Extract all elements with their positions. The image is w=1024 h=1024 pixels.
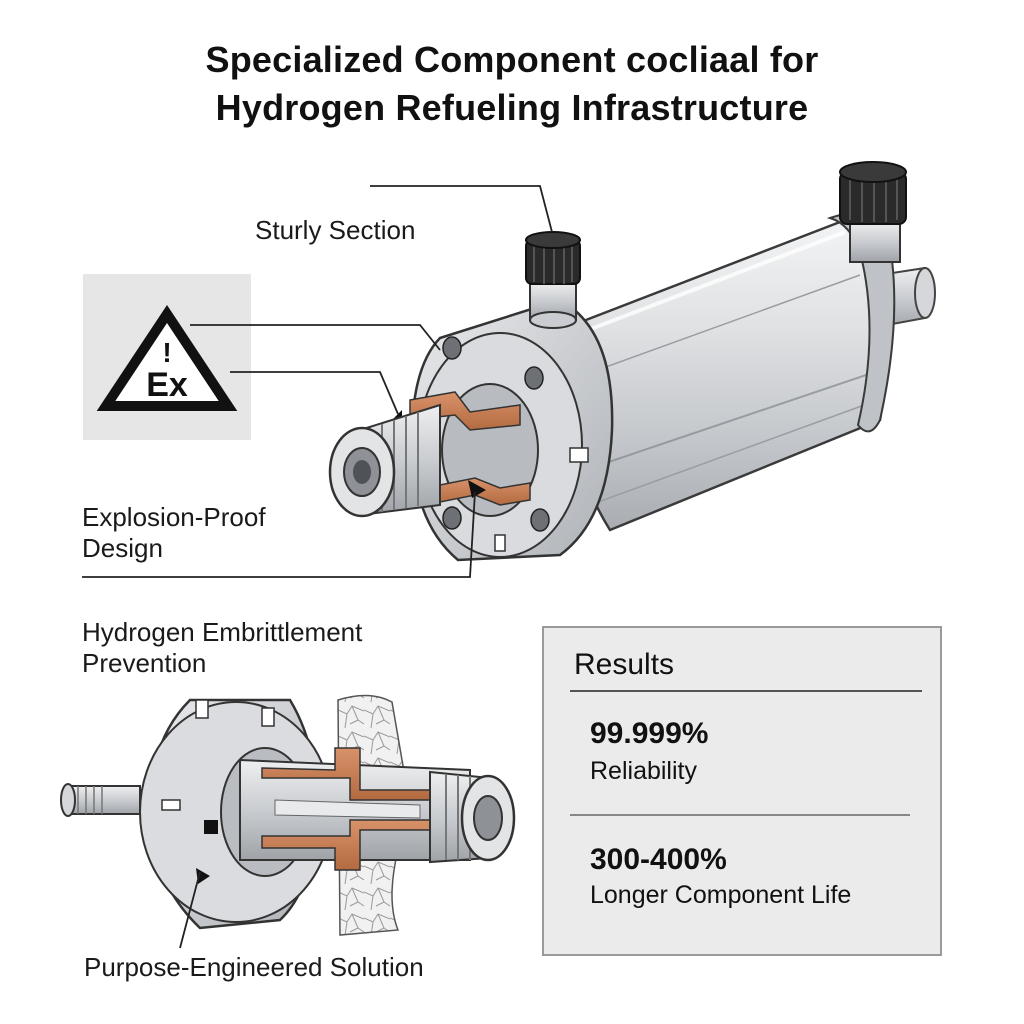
ex-exclamation: ! xyxy=(162,337,171,368)
hydrogen-embrittlement-label: Hydrogen Embrittlement Prevention xyxy=(82,617,363,678)
main-component xyxy=(328,161,936,562)
explosion-proof-symbol-box: ! Ex xyxy=(83,274,251,440)
reliability-value: 99.999% xyxy=(590,717,709,750)
cutaway-component xyxy=(60,694,516,936)
explosion-warning-triangle-icon: ! Ex xyxy=(96,304,238,411)
reliability-label: Reliability xyxy=(590,757,697,785)
leader-lines-cutaway xyxy=(179,871,201,949)
component-life-value: 300-400% xyxy=(590,843,727,876)
component-life-label: Longer Component Life xyxy=(590,881,852,909)
sturdy-section-label: Sturly Section xyxy=(255,215,416,245)
results-title: Results xyxy=(574,648,675,681)
results-item-divider xyxy=(570,814,910,816)
title-line-2: Hydrogen Refueling Infrastructure xyxy=(215,87,809,128)
ex-text: Ex xyxy=(146,366,188,404)
results-title-divider xyxy=(570,690,922,692)
leader-lines-main xyxy=(82,185,553,578)
purpose-engineered-label: Purpose-Engineered Solution xyxy=(84,952,424,982)
results-panel: Results 99.999% Reliability 300-400% Lon… xyxy=(542,626,942,956)
title-line-1: Specialized Component cocliaal for xyxy=(205,39,819,80)
explosion-proof-label: Explosion-Proof Design xyxy=(82,502,266,563)
page-title: Specialized Component cocliaal for Hydro… xyxy=(0,36,1024,132)
